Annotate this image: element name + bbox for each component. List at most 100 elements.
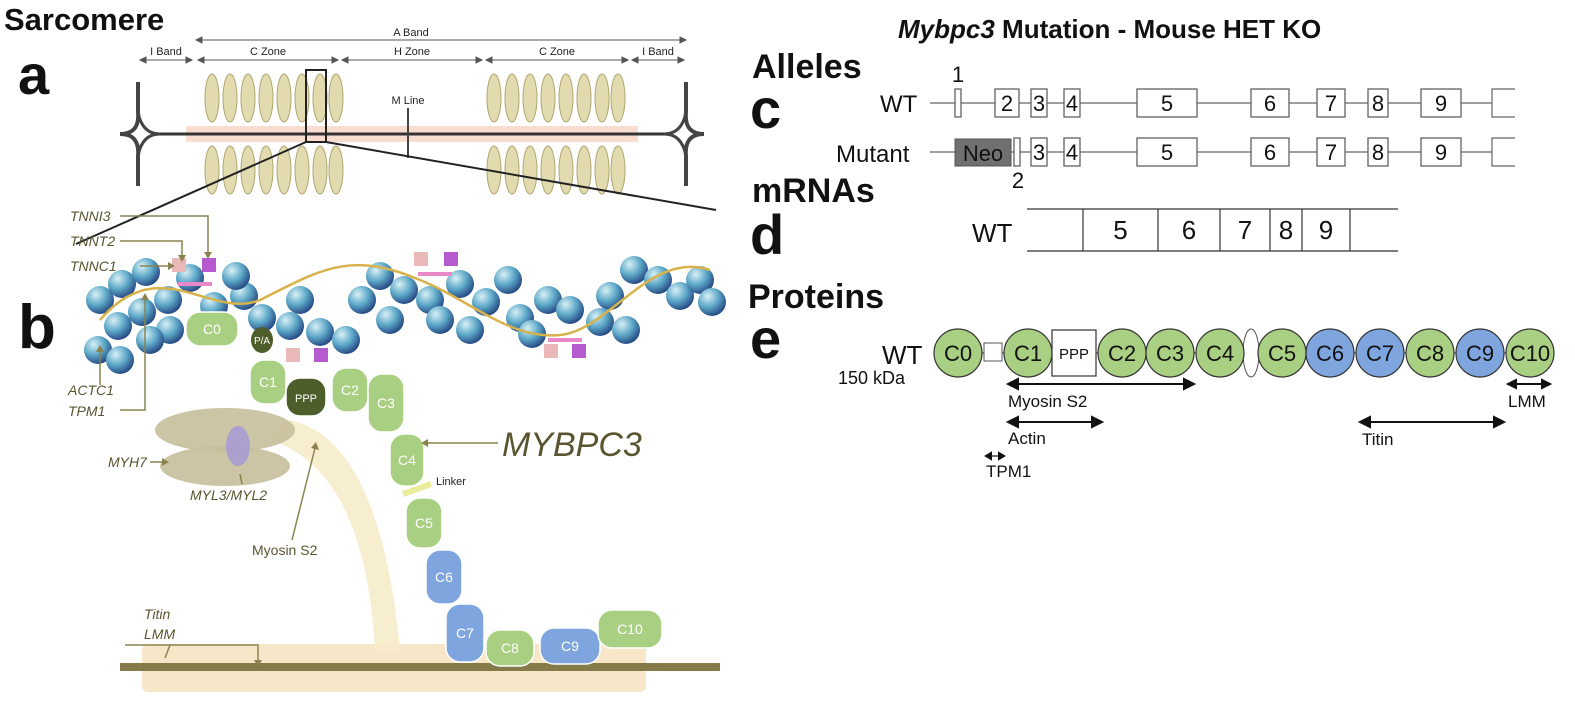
wt-exon [1063,88,1081,118]
mybpc3-domain-label: C9 [561,638,579,654]
actin-sphere [306,318,334,346]
right-title-gene: Mybpc3 [898,14,995,44]
actin-sphere [86,286,114,314]
actin-sphere [494,266,522,294]
protein-domain-c10 [1505,328,1555,378]
mybpc3-gene-label: MYBPC3 [502,426,642,464]
protein-domain-ppp [1051,329,1097,377]
actin-sphere [376,306,404,334]
c-zone-right-label: C Zone [539,46,575,58]
actin-sphere [612,316,640,344]
wt-exon [1250,88,1290,118]
actin-sphere [132,258,160,286]
mrnas-heading: mRNAs [752,172,875,210]
wt-exon-number: 9 [1435,91,1447,116]
c-zone-left-label: C Zone [250,46,286,58]
actin-sphere [106,346,134,374]
protein-domain-label: C9 [1466,341,1494,366]
mybpc3-domain-c4 [389,433,425,487]
mybpc3-domain-label: C0 [203,321,221,337]
myosin-s2-binding-label: Myosin S2 [1008,392,1087,411]
mybpc3-domain-c8 [485,629,535,667]
actin-sphere [666,282,694,310]
actin-sphere [276,312,304,340]
actin-sphere [154,286,182,314]
tnnt2-label: TNNT2 [70,233,116,249]
pa-domain [251,327,273,353]
mutant-exon [1367,137,1389,167]
actin-sphere [136,326,164,354]
protein-domain-label: PPP [1059,346,1089,363]
pa-label: P/A [254,336,270,347]
wt-exon [1420,88,1462,118]
mrna-segment-label: 8 [1279,215,1293,245]
protein-domain-label: C10 [1510,341,1550,366]
mutant-exon [1250,137,1290,167]
mybpc3-domain-c6 [425,549,463,605]
mutant-exon-number: 8 [1372,140,1384,165]
wt-exon [994,88,1020,118]
myosin-s2-label-left: Myosin S2 [252,542,318,558]
tpm1-label: TPM1 [68,403,106,419]
protein-domain-label: C4 [1206,341,1234,366]
panel-e-label: e [750,307,782,370]
actin-sphere [426,306,454,334]
mybpc3-domain-label: C2 [341,382,359,398]
actin-sphere [104,312,132,340]
wt-exon [954,88,962,118]
sarcomere-diagram: A Band I Band C Zone H Zone C Zone I Ban… [75,27,726,692]
mybpc3-domain-label: C4 [398,452,416,468]
wt-allele-label: WT [880,91,918,118]
mybpc3-domain-ppp [285,377,327,417]
mrna-segment-label: 7 [1238,215,1252,245]
mybpc3-domain-label: C6 [435,569,453,585]
lmm-binding-label: LMM [1508,392,1546,411]
mybpc3-domain-c10 [597,609,663,649]
protein-domain-label: C7 [1366,341,1394,366]
protein-domain-label: C0 [944,341,972,366]
tpm1-binding-label: TPM1 [986,462,1031,481]
wt-exon-number: 3 [1033,91,1045,116]
protein-domain-label: C8 [1416,341,1444,366]
mutant-exon-number: 9 [1435,140,1447,165]
mutant-exon [1030,137,1048,167]
actin-sphere [620,256,648,284]
mybpc3-domain-c0 [185,311,239,347]
mybpc3-domain-c7 [445,603,485,663]
actin-sphere [248,304,276,332]
protein-domain-label: C5 [1268,341,1296,366]
protein-domain-c3 [1145,328,1195,378]
protein-domain-c7 [1355,328,1405,378]
mutant-exon-number: 7 [1325,140,1337,165]
actin-sphere [128,298,156,326]
mybpc3-domain-c9 [539,627,601,665]
mutant-exon-number: 2 [1012,168,1024,193]
actin-sphere [108,270,136,298]
protein-domain-label: C1 [1014,341,1042,366]
mybpc3-domain-c5 [405,497,443,549]
mybpc3-domain-label: C1 [259,374,277,390]
wt-exon-number: 2 [1001,91,1013,116]
mutant-exon [1013,137,1021,167]
protein-domain-label: C2 [1108,341,1136,366]
panel-a-label: a [18,43,50,106]
actin-sphere [390,276,418,304]
neo-label: Neo [963,141,1003,166]
mrna-segment-label: 5 [1113,215,1127,245]
titin-binding-label: Titin [1362,430,1394,449]
mybpc3-domain-label: C5 [415,515,433,531]
mybpc3-domain-c1 [249,359,287,405]
panel-b-label: b [18,293,56,362]
wt-exon-number: 7 [1325,91,1337,116]
protein-domain-c6 [1305,328,1355,378]
wt-exon-number: 5 [1161,91,1173,116]
protein-domain-c4 [1195,328,1245,378]
mybpc3-domain-c3 [367,373,405,433]
protein-domain-c8 [1405,328,1455,378]
mutant-exon-number: 5 [1161,140,1173,165]
linker-label: Linker [436,476,466,488]
neo-cassette [954,138,1012,167]
actin-sphere [332,326,360,354]
titin-label-left: Titin [144,606,171,622]
